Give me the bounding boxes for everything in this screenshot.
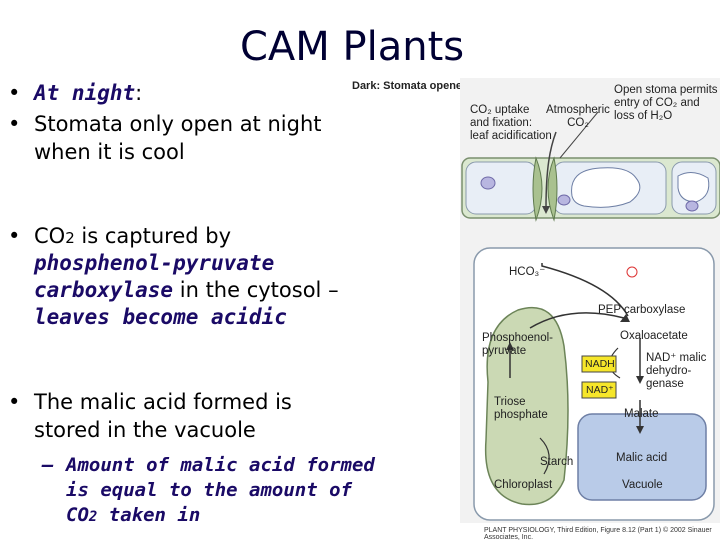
sub-line1: Amount of malic acid formed: [66, 454, 375, 476]
vacuole-small: [480, 176, 496, 190]
hco3-arrow: [541, 263, 629, 317]
nadh-box: [581, 355, 617, 373]
enzyme-circle: [626, 266, 638, 278]
vacuole-arrow-head: [636, 426, 644, 434]
phosphoenolpyruvate-label: Phosphoenol-pyruvate: [482, 332, 553, 357]
starch-label: Starch: [540, 456, 574, 468]
hco3-label: HCO₃⁻: [509, 266, 546, 278]
co2-arrow-head: [542, 206, 550, 214]
bullet-dot: •: [8, 390, 21, 414]
malic-acid-label: Malic acid: [616, 452, 668, 464]
sub-taken-in: taken in: [97, 504, 201, 526]
vacuole-shape: [577, 413, 707, 501]
cell-organelle: [557, 194, 571, 206]
pep-arrow: [529, 312, 625, 329]
colon-text: :: [135, 81, 143, 105]
stoma-pointer: [559, 111, 599, 159]
cell-left: [465, 161, 537, 215]
nad-box: [581, 381, 617, 399]
nad-label: NAD⁺: [586, 384, 614, 396]
malate-label: Malate: [624, 408, 659, 420]
sub-dash: –: [42, 454, 54, 476]
oxaloacetate-label: Oxaloacetate: [620, 330, 688, 342]
malic-line1: The malic acid formed is: [34, 390, 292, 414]
nadh-label: NADH: [585, 358, 615, 370]
sub-co2: CO: [66, 504, 89, 526]
vacuole-large: [571, 167, 641, 208]
co2-text: CO: [34, 224, 66, 248]
guard-cell-right: [547, 156, 558, 222]
sub-line2: is equal to the amount of: [66, 479, 352, 501]
co2-entry-arrow: [545, 131, 557, 209]
figure-illustration: [460, 78, 720, 523]
stomata-line1: Stomata only open at night: [34, 112, 322, 136]
at-night-text: At night: [34, 81, 136, 105]
co2-subscript: 2: [65, 229, 75, 247]
pep-arrow-head: [620, 314, 630, 322]
cell-organelle-right: [685, 200, 699, 212]
stomata-line2: when it is cool: [34, 140, 185, 164]
vacuole-label: Vacuole: [622, 479, 663, 491]
sub-co2-subscript: 2: [88, 509, 98, 525]
acidic-text: leaves become acidic: [34, 305, 287, 329]
chloroplast-label: Chloroplast: [494, 479, 553, 491]
chloroplast-shape: [484, 306, 569, 506]
bullet-dot: •: [8, 224, 21, 248]
pep-text: phosphenol-pyruvate: [34, 251, 275, 275]
starch-curve: [539, 437, 550, 475]
carboxylase-text: carboxylase: [34, 278, 174, 302]
vacuole-right: [677, 172, 710, 203]
figure-header: Dark: Stomata opened: [352, 80, 469, 92]
malic-line2: stored in the vacuole: [34, 418, 256, 442]
captured-text: is captured by: [74, 224, 232, 248]
triose-arrow-head: [506, 342, 514, 350]
bullet-dot: •: [8, 112, 21, 136]
malate-arrow-head: [636, 376, 644, 384]
bullet-dot: •: [8, 81, 21, 105]
figure-credit: PLANT PHYSIOLOGY, Third Edition, Figure …: [484, 527, 712, 541]
slide-title: CAM Plants: [240, 24, 465, 70]
pep-carboxylase-label: PEP carboxylase: [598, 304, 686, 316]
cytosol-text: in the cytosol –: [173, 278, 339, 302]
guard-cell-left: [532, 156, 543, 222]
